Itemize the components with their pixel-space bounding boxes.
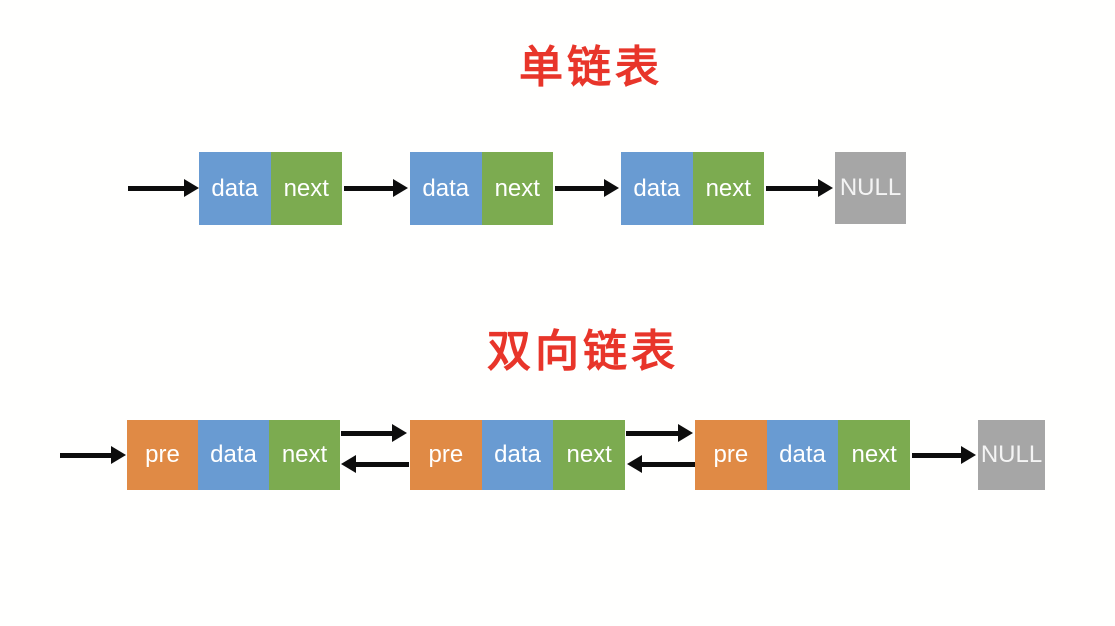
arrow-right-icon xyxy=(341,424,407,442)
arrow-left-icon xyxy=(627,455,696,473)
singly-list-title: 单链表 xyxy=(519,43,663,92)
next-cell: next xyxy=(838,420,911,490)
data-cell: data xyxy=(199,152,271,225)
doubly-list-title: 双向链表 xyxy=(487,327,679,376)
arrow-right-icon xyxy=(344,179,408,197)
next-cell: next xyxy=(692,152,764,225)
data-cell: data xyxy=(198,420,269,490)
arrow-left-icon xyxy=(341,455,409,473)
next-cell: next xyxy=(270,152,342,225)
arrow-right-icon xyxy=(555,179,619,197)
arrow-right-icon xyxy=(766,179,833,197)
pre-cell: pre xyxy=(410,420,482,490)
doubly-node-1: pre data next xyxy=(127,420,340,490)
data-cell: data xyxy=(481,420,554,490)
next-cell: next xyxy=(481,152,553,225)
doubly-node-3: pre data next xyxy=(695,420,911,490)
pre-cell: pre xyxy=(127,420,198,490)
pre-cell: pre xyxy=(695,420,767,490)
arrow-right-icon xyxy=(912,446,976,464)
data-cell: data xyxy=(410,152,482,225)
arrow-right-icon xyxy=(128,179,199,197)
doubly-node-2: pre data next xyxy=(410,420,626,490)
data-cell: data xyxy=(621,152,693,225)
singly-node-3: data next xyxy=(621,152,764,225)
null-terminator: NULL xyxy=(978,420,1045,490)
arrow-right-icon xyxy=(626,424,693,442)
next-cell: next xyxy=(269,420,340,490)
singly-node-1: data next xyxy=(199,152,342,225)
null-terminator: NULL xyxy=(835,152,906,224)
next-cell: next xyxy=(553,420,626,490)
arrow-right-icon xyxy=(60,446,126,464)
singly-node-2: data next xyxy=(410,152,553,225)
data-cell: data xyxy=(766,420,839,490)
